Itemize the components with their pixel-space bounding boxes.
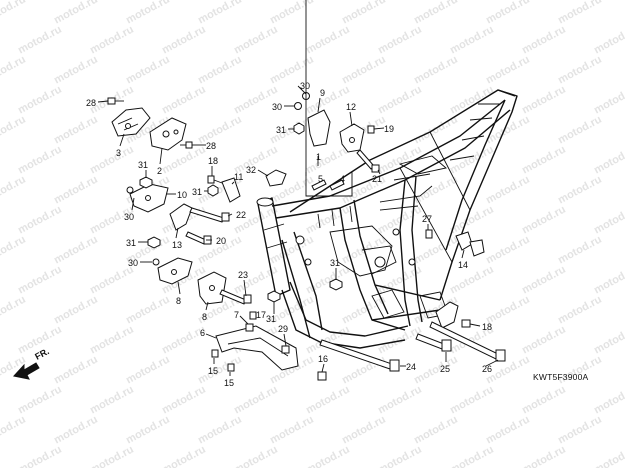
nut-31f — [267, 290, 281, 303]
callout-15a: 15 — [208, 366, 218, 376]
callout-10: 10 — [177, 190, 187, 200]
bolt-25 — [415, 333, 452, 352]
callout-3: 3 — [116, 148, 121, 158]
callout-24: 24 — [406, 362, 416, 372]
callout-6: 6 — [200, 328, 205, 338]
part-11-bracket — [221, 177, 241, 203]
callout-8b: 8 — [202, 312, 207, 322]
bolt-29 — [281, 345, 290, 354]
front-direction-arrow: FR. — [13, 346, 51, 380]
bolt-23 — [219, 289, 252, 305]
callout-4: 4 — [340, 174, 345, 184]
callout-25: 25 — [440, 364, 450, 374]
part-32-cap — [265, 169, 287, 187]
callout-5: 5 — [318, 174, 323, 184]
part-2-bracket — [149, 117, 187, 151]
bolt-28a — [107, 97, 124, 105]
callout-21: 21 — [372, 174, 382, 184]
part-18b-bracket — [435, 301, 471, 329]
callout-32: 32 — [246, 165, 256, 175]
part-8a-plate — [157, 257, 193, 285]
callout-31c: 31 — [192, 187, 202, 197]
bolt-19 — [367, 125, 375, 134]
callout-16: 16 — [318, 354, 328, 364]
callout-29: 29 — [278, 324, 288, 334]
bolt-20 — [185, 231, 212, 245]
callout-30d: 30 — [272, 102, 282, 112]
callout-20: 20 — [216, 236, 226, 246]
callout-30c: 30 — [300, 81, 310, 91]
bolt-15b — [227, 363, 235, 372]
callout-13: 13 — [172, 240, 182, 250]
part-12-bracket — [339, 123, 365, 153]
callout-31e: 31 — [330, 258, 340, 268]
main-frame — [256, 89, 518, 349]
part-6-guard — [215, 325, 299, 371]
part-10-bracket — [129, 183, 169, 213]
callout-15b: 15 — [224, 378, 234, 388]
callout-18a: 18 — [208, 156, 218, 166]
bolt-16 — [317, 371, 327, 381]
nut-31b — [147, 236, 161, 249]
callout-26: 26 — [482, 364, 492, 374]
parts-5-4-pads — [311, 179, 345, 191]
callout-2: 2 — [157, 166, 162, 176]
part-14-clip — [455, 231, 485, 257]
part-3-bracket — [111, 107, 151, 137]
nut-30d — [294, 102, 302, 110]
front-label: FR. — [33, 346, 50, 362]
callout-9: 9 — [320, 88, 325, 98]
nut-31c — [207, 184, 219, 197]
callout-14: 14 — [458, 260, 468, 270]
part-13-plate — [169, 203, 193, 231]
callout-18b: 18 — [482, 322, 492, 332]
leader-lines — [97, 0, 499, 376]
callout-27: 27 — [422, 214, 432, 224]
bolt-28b — [180, 141, 193, 149]
callout-labels: 28 3 2 28 31 10 30 13 20 31 30 8 8 18 31… — [86, 81, 492, 388]
callout-17: 17 — [256, 310, 266, 320]
callout-31f: 31 — [266, 314, 276, 324]
bolt-18a — [207, 175, 223, 184]
callout-11: 11 — [234, 172, 243, 182]
bolt-26 — [429, 321, 506, 362]
nut-31a — [139, 176, 153, 189]
nut-31e — [329, 278, 343, 291]
bolt-24 — [319, 339, 400, 372]
callout-30a: 30 — [124, 212, 134, 222]
callout-31d: 31 — [276, 125, 286, 135]
bolt-17 — [249, 311, 257, 320]
diagram-code: KWT5F3900A — [533, 372, 589, 382]
callout-30b: 30 — [128, 258, 138, 268]
callout-19: 19 — [384, 124, 394, 134]
bolt-21 — [356, 149, 380, 173]
bolt-22 — [189, 207, 230, 223]
callout-31a: 31 — [138, 160, 148, 170]
part-9-bracket — [307, 109, 331, 147]
part-7-clip — [245, 323, 254, 332]
callout-22: 22 — [236, 210, 246, 220]
callout-7: 7 — [234, 310, 239, 320]
bolt-15a — [211, 349, 219, 358]
callout-31b: 31 — [126, 238, 136, 248]
callout-28b: 28 — [206, 141, 216, 151]
callout-12: 12 — [346, 102, 356, 112]
nut-31d — [293, 122, 305, 135]
bolt-27 — [425, 229, 433, 239]
callout-28a: 28 — [86, 98, 96, 108]
part-8b-plate — [197, 271, 227, 305]
nut-30a — [126, 186, 134, 194]
callout-8a: 8 — [176, 296, 181, 306]
callout-1: 1 — [316, 152, 321, 162]
callout-23: 23 — [238, 270, 248, 280]
nut-30b — [152, 258, 160, 266]
